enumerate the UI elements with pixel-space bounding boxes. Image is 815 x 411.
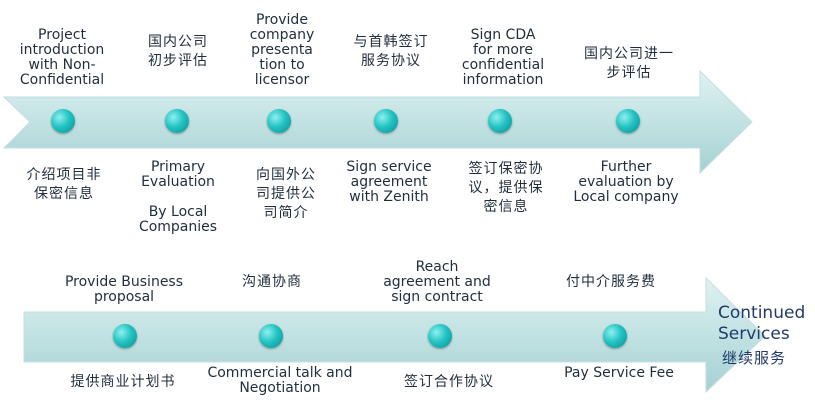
- row2-step3-bottom-label: 签订合作协议: [404, 374, 494, 390]
- row2-step1-bottom-label: 提供商业计划书: [70, 374, 176, 390]
- row1-step5-bottom-label: 签订保密协 议，提供保 密信息: [468, 161, 544, 215]
- continued-services-label: Continued Services: [718, 303, 806, 344]
- row1-step6-bottom-label: Further evaluation by Local company: [573, 159, 679, 205]
- row1-step1-bottom-label: 介绍项目非 保密信息: [26, 167, 102, 202]
- row2-step1-top-label: Provide Business proposal: [64, 274, 184, 305]
- row1-step3-top-label: Provide company presenta tion to licenso…: [249, 12, 315, 88]
- step-node: [374, 109, 398, 133]
- row2-step4-bottom-label: Pay Service Fee: [564, 365, 674, 381]
- step-node: [259, 324, 283, 348]
- step-node: [51, 109, 75, 133]
- row2-step2-top-label: 沟通协商: [242, 274, 302, 290]
- row2-step4-top-label: 付中介服务费: [566, 274, 656, 290]
- step-node: [113, 324, 137, 348]
- row1-step3-bottom-label: 向国外公 司提供公 司简介: [256, 167, 316, 221]
- row2-step3-top-label: Reach agreement and sign contract: [383, 259, 491, 305]
- row2-arrow: [23, 276, 766, 394]
- row1-step2-top-label: 国内公司 初步评估: [148, 34, 208, 69]
- continued-services-zh-label: 继续服务: [722, 349, 787, 367]
- row1-step1-top-label: Project introduction with Non- Confident…: [19, 27, 105, 88]
- row1-step4-top-label: 与首韩签订 服务协议: [353, 34, 429, 69]
- step-node: [165, 109, 189, 133]
- row1-step2-bottom-label: Primary Evaluation By Local Companies: [138, 159, 218, 235]
- step-node: [488, 109, 512, 133]
- row1-step5-top-label: Sign CDA for more confidential informati…: [461, 27, 545, 88]
- row2-step2-bottom-label: Commercial talk and Negotiation: [207, 365, 353, 396]
- step-node: [603, 324, 627, 348]
- row1-step6-top-label: 国内公司进一 步评估: [584, 46, 674, 81]
- step-node: [616, 109, 640, 133]
- row1-step4-bottom-label: Sign service agreement with Zenith: [346, 159, 432, 205]
- step-node: [267, 109, 291, 133]
- step-node: [428, 324, 452, 348]
